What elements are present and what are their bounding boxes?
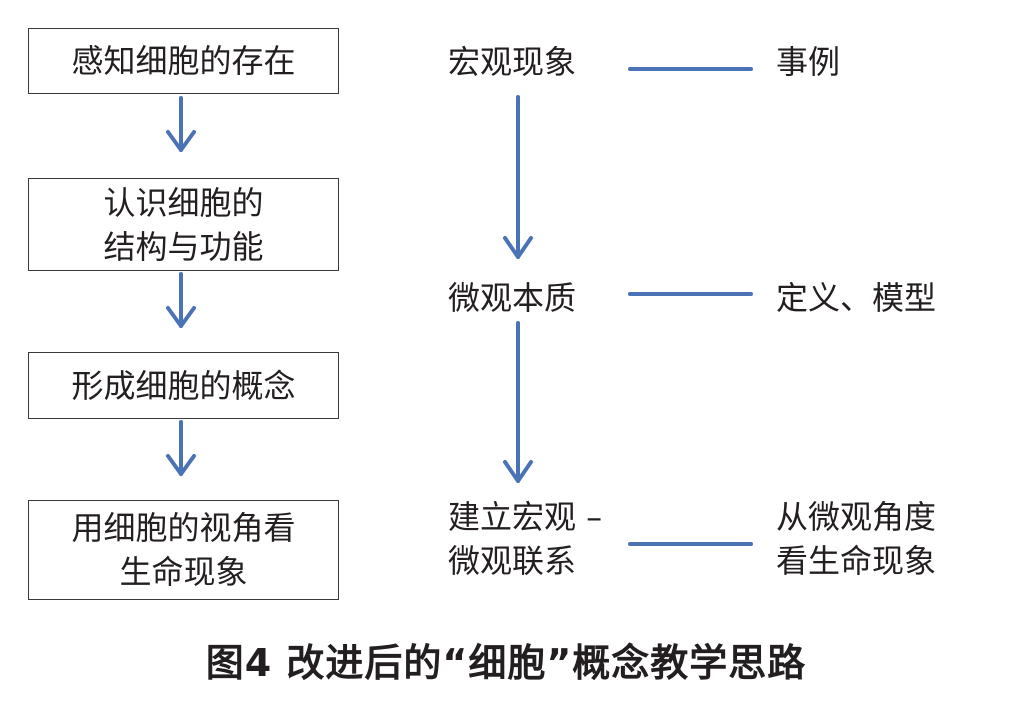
micro-view-label: 从微观角度 看生命现象 (776, 498, 937, 580)
left-arrow-3 (166, 420, 196, 476)
definition-model-label: 定义、模型 (776, 279, 937, 317)
macro-micro-link-label: 建立宏观 – 微观联系 (448, 498, 603, 580)
left-arrow-1 (166, 96, 196, 152)
examples-label: 事例 (776, 43, 841, 81)
left-arrow-2 (166, 272, 196, 328)
macro-phenomenon-label: 宏观现象 (448, 43, 577, 81)
middle-arrow-1 (503, 95, 533, 259)
micro-essence-label: 微观本质 (448, 279, 577, 317)
step-box-perceive-cell: 感知细胞的存在 (28, 28, 339, 94)
figure-caption: 图4 改进后的“细胞”概念教学思路 (205, 641, 807, 685)
step-box-cell-perspective: 用细胞的视角看 生命现象 (28, 500, 339, 600)
step-box-form-concept: 形成细胞的概念 (28, 352, 339, 419)
step-box-structure-function: 认识细胞的 结构与功能 (28, 178, 339, 271)
middle-arrow-2 (503, 321, 533, 483)
